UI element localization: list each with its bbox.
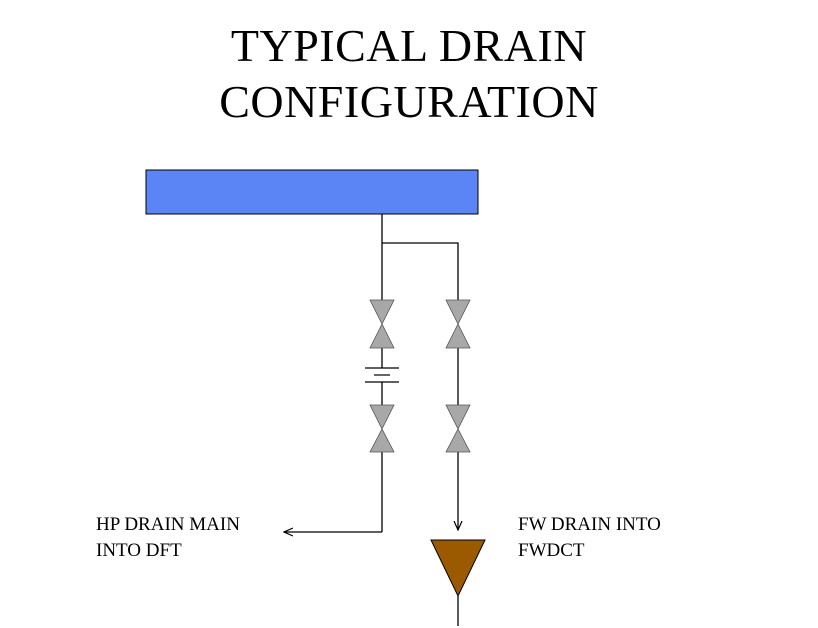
valve-icon [369, 404, 395, 453]
diagram-title: TYPICAL DRAIN CONFIGURATION [0, 18, 818, 130]
label-hp-drain: HP DRAIN MAIN INTO DFT [96, 512, 240, 564]
title-line-1: TYPICAL DRAIN [230, 20, 588, 71]
drain-header [145, 169, 479, 215]
valve-icon [369, 299, 395, 349]
label-fw-drain: FW DRAIN INTO FWDCT [518, 512, 661, 564]
label-fw-drain-line-2: FWDCT [518, 540, 585, 561]
valve-icon [445, 299, 471, 349]
label-hp-drain-line-2: INTO DFT [96, 540, 182, 561]
drain-tank-icon [430, 539, 486, 598]
drain-piping [284, 214, 458, 626]
label-hp-drain-line-1: HP DRAIN MAIN [96, 514, 240, 535]
title-line-2: CONFIGURATION [219, 76, 599, 127]
valve-icon [445, 404, 471, 453]
orifice-icon [365, 367, 399, 383]
label-fw-drain-line-1: FW DRAIN INTO [518, 514, 661, 535]
